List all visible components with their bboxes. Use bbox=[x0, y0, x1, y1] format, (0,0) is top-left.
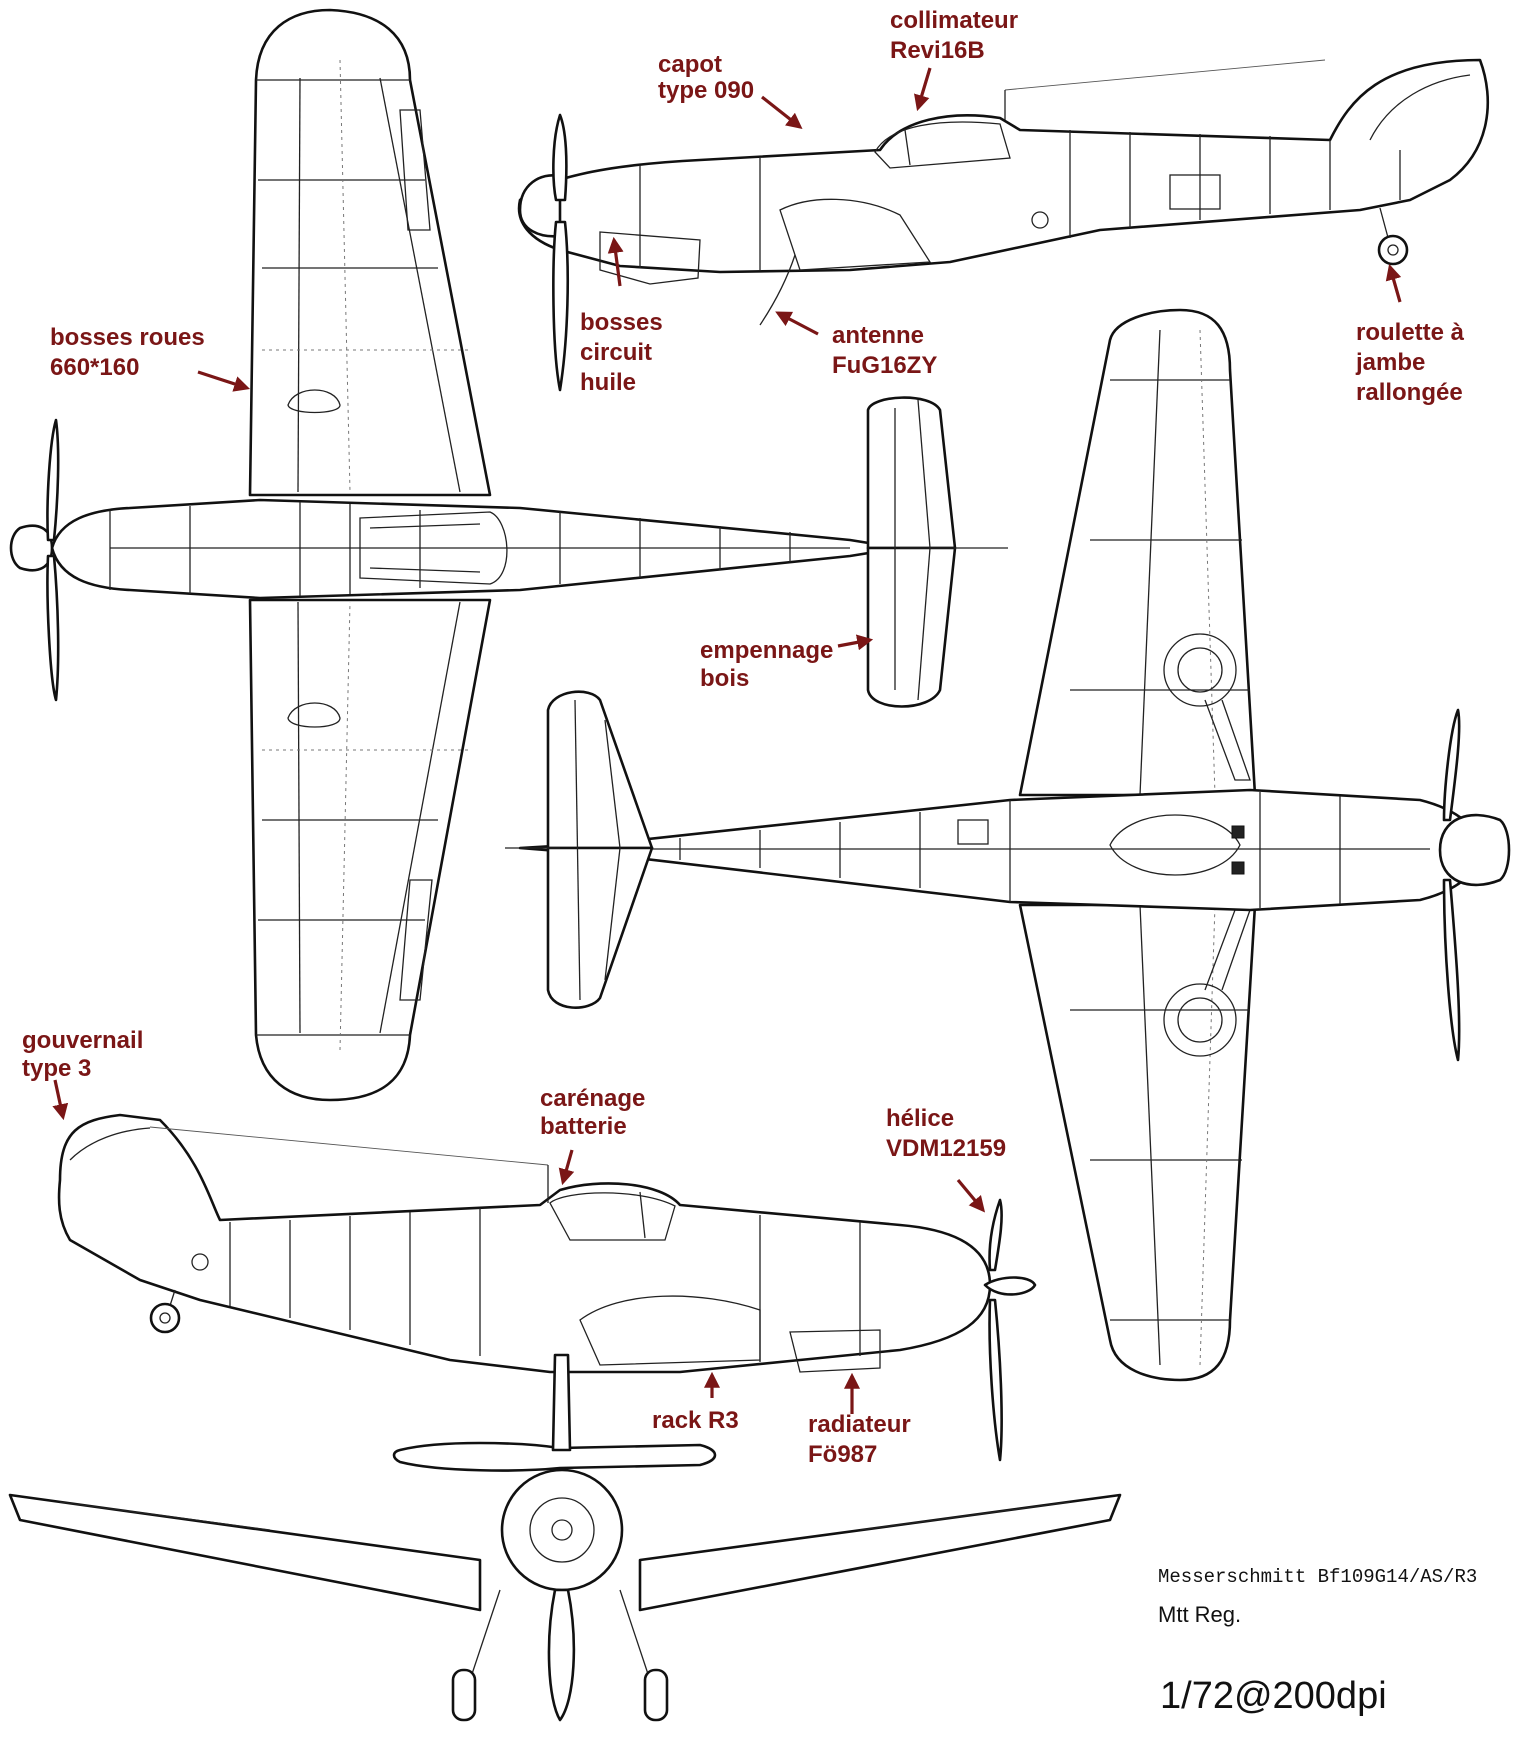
caption-scale: 1/72@200dpi bbox=[1160, 1675, 1387, 1717]
bottom-view bbox=[505, 308, 1511, 1382]
caption-model: Messerschmitt Bf109G14/AS/R3 bbox=[1158, 1566, 1477, 1588]
front-view bbox=[8, 1353, 1122, 1722]
label-rack: rack R3 bbox=[652, 1407, 739, 1434]
annotation-arrows bbox=[52, 67, 1402, 1414]
caption-author: Mtt Reg. bbox=[1158, 1602, 1241, 1627]
side-view-upper bbox=[517, 58, 1490, 392]
top-view bbox=[9, 8, 1008, 1102]
side-view-lower bbox=[57, 1113, 1037, 1462]
